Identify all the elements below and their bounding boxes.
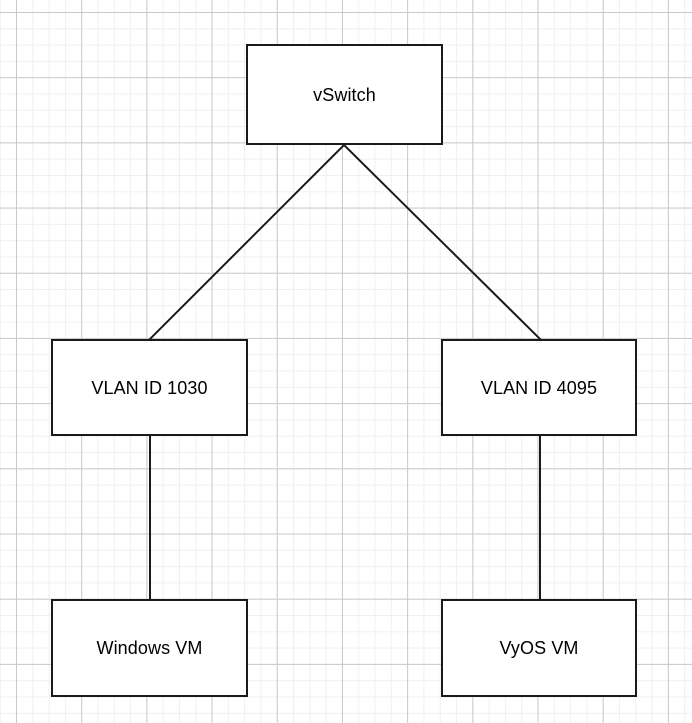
node-vswitch-label: vSwitch bbox=[313, 84, 376, 105]
edge-vswitch-to-vlan-1030 bbox=[148, 143, 346, 341]
node-windows-vm[interactable]: Windows VM bbox=[51, 599, 248, 697]
node-vyos-vm-label: VyOS VM bbox=[499, 638, 579, 658]
node-vlan-1030-label: VLAN ID 1030 bbox=[91, 377, 208, 398]
node-vlan-4095-label: VLAN ID 4095 bbox=[480, 377, 598, 398]
node-vlan-4095[interactable]: VLAN ID 4095 bbox=[441, 339, 637, 436]
node-vyos-vm[interactable]: VyOS VM bbox=[441, 599, 637, 697]
node-windows-vm-label: Windows VM bbox=[96, 638, 203, 658]
node-vlan-1030[interactable]: VLAN ID 1030 bbox=[51, 339, 248, 436]
edge-vswitch-to-vlan-4095 bbox=[342, 143, 542, 341]
node-vswitch[interactable]: vSwitch bbox=[246, 44, 443, 145]
